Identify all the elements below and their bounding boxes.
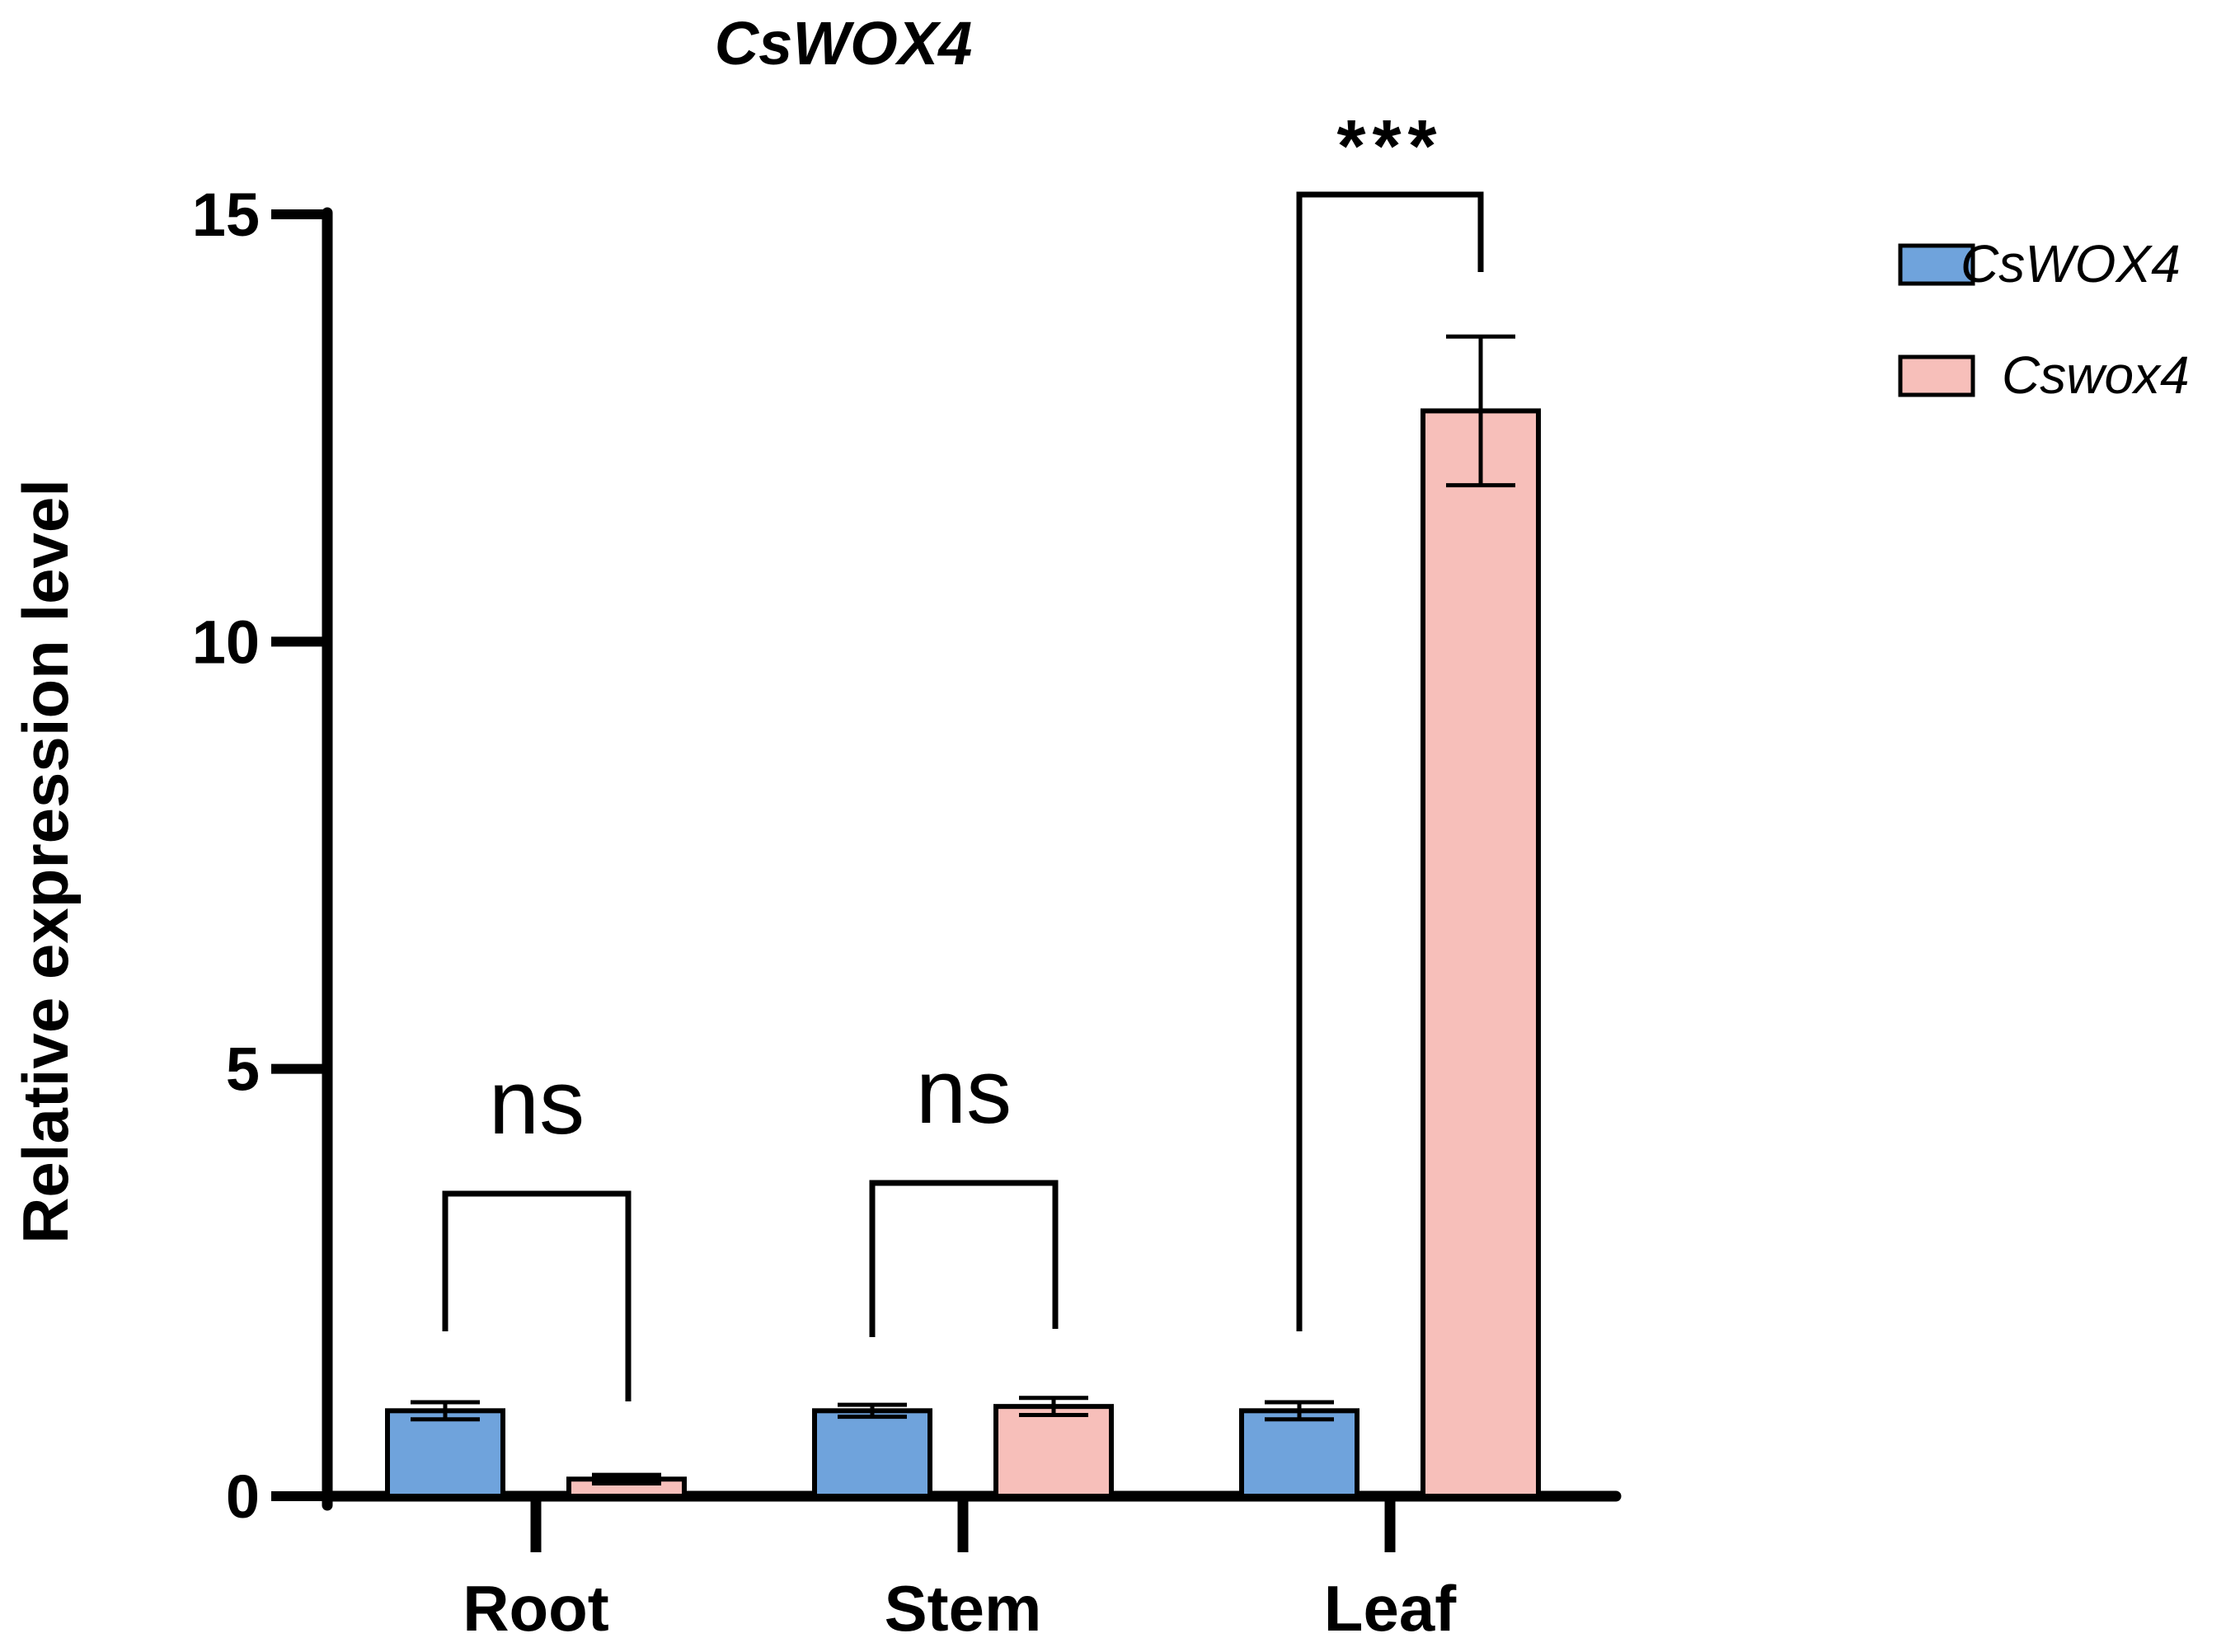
y-tick-label: 10: [192, 608, 260, 676]
x-tick-label: Root: [463, 1572, 609, 1645]
significance-label: ***: [1336, 106, 1443, 188]
bars: [385, 334, 1541, 1499]
significance-annotations: ns ns ***: [442, 106, 1484, 1401]
significance-bracket: [1296, 191, 1484, 1331]
y-tick-label: 5: [226, 1035, 260, 1104]
legend-label: Cswox4: [2002, 345, 2190, 405]
y-tick-label: 0: [226, 1462, 260, 1531]
y-axis-label: Relative expression level: [9, 479, 82, 1244]
bar: [812, 1408, 932, 1499]
significance-bracket: [442, 1190, 632, 1401]
significance-bracket: [869, 1180, 1059, 1337]
y-tick-label: 15: [192, 181, 260, 249]
legend-swatch: [1898, 354, 1975, 397]
x-tick-label: Stem: [885, 1572, 1042, 1645]
significance-label: ns: [489, 1052, 585, 1153]
significance-label: ns: [916, 1041, 1012, 1143]
bar: [1239, 1408, 1359, 1499]
chart-title: CsWOX4: [715, 9, 973, 77]
legend-swatch: [1898, 243, 1975, 286]
bar: [1421, 408, 1541, 1499]
x-tick-label: Leaf: [1324, 1572, 1457, 1645]
bar: [993, 1404, 1114, 1499]
bar: [385, 1408, 505, 1499]
legend-label: CsWOX4: [1961, 234, 2181, 293]
